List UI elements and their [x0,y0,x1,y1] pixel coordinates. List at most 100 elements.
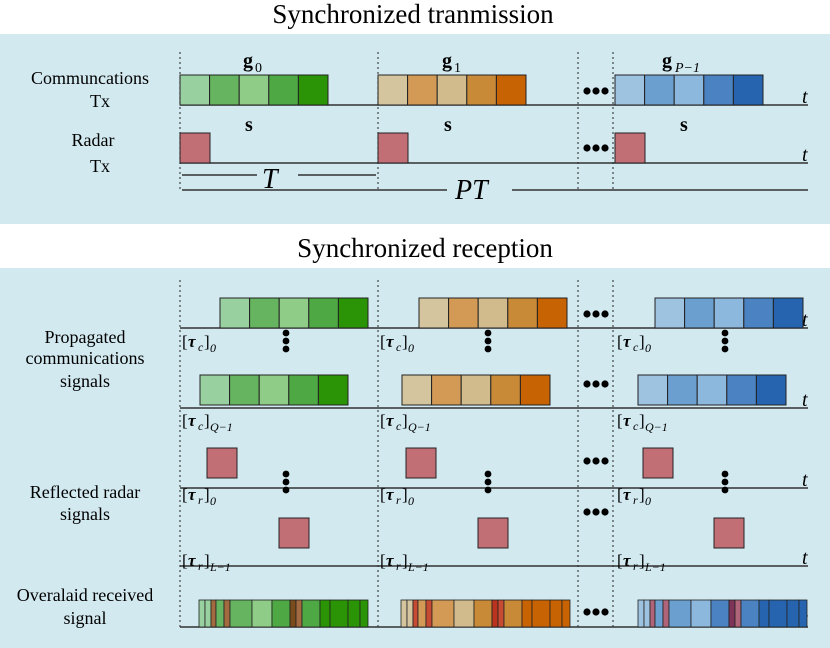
tx-g1-block-4 [495,74,527,106]
rx-overlay-gP-segment-0 [637,599,645,628]
propagated-label-line2: communications [26,348,145,368]
radar-tx-label-line1: Radar [72,130,115,150]
rx-overlay-g1-segment-12 [531,599,551,628]
ellipsis-v-2-2 [721,345,729,353]
rx-c0-g0-block-0 [219,297,251,329]
rx-c0-g1-block-1 [448,297,479,329]
ellipsis-v-2-0 [721,329,729,337]
rx-overlay-g1-segment-6 [453,599,475,628]
tau-r-L-0-tau: τ [188,551,196,570]
rx-overlay-gP-segment-4 [662,599,670,628]
tau-c-Q-2-bracket-open: [ [617,411,623,430]
s-label-1: s [444,114,452,136]
tau-r-L-2-tau-sub: r [633,559,638,573]
time-axis-label-0: t [802,86,808,108]
rx-cQ-gP-block-0 [637,374,669,406]
rx-cQ-gP-block-2 [696,374,728,406]
ellipsis-h-6-1 [592,608,600,616]
tau-c-Q-1-bracket-close: ] [402,411,408,430]
tx-g0-block-1 [209,74,240,106]
rx-r0-pulse-0 [206,447,238,479]
rx-overlay-gP-segment-10 [740,599,760,628]
tx-radar-pulse-0 [179,132,211,164]
rx-c0-g0-block-2 [278,297,310,329]
tau-r-0-1-tau-sub: r [396,493,401,507]
rx-overlay-g1-segment-11 [521,599,533,628]
tx-radar-pulse-2 [614,132,646,164]
ellipsis-h-4-1 [592,457,600,465]
ellipsis-v-3-1 [282,478,290,486]
rx-overlay-g0-segment-14 [359,599,369,628]
reception-title: Synchronized reception [297,233,553,263]
ellipsis-h-1-0 [583,144,591,152]
transmission-panel [0,34,830,224]
g0-subscript: 0 [255,61,262,76]
ellipsis-h-2-2 [601,310,609,318]
tau-r-0-2-tau-sub: r [633,493,638,507]
ellipsis-h-3-1 [592,380,600,388]
rx-overlay-gP-segment-6 [690,599,712,628]
tau-c-0-2-tau-sub: c [633,340,639,354]
rx-overlay-g0-segment-0 [198,599,206,628]
tau-r-0-0-tau-sub: r [198,493,203,507]
rx-overlay-gP-segment-11 [758,599,770,628]
g1-subscript: 1 [454,61,461,76]
rx-overlay-gP-segment-3 [654,599,664,628]
rx-c0-g1-block-2 [477,297,509,329]
rx-overlay-gP-segment-2 [649,599,656,628]
rx-overlay-g1-segment-5 [431,599,455,628]
tau-r-L-0-bracket-open: [ [182,551,188,570]
tau-c-Q-2-bracket-close: ] [639,411,645,430]
tau-c-Q-1-tau: τ [386,411,394,430]
tau-c-0-2-tau: τ [623,332,631,351]
rx-overlay-g0-segment-3 [215,599,225,628]
tx-gP-block-3 [703,74,734,106]
ellipsis-v-1-1 [484,337,492,345]
ellipsis-h-0-2 [601,87,609,95]
tau-c-Q-1-bracket-open: [ [380,411,386,430]
rx-c0-gP-block-0 [654,297,686,329]
rx-overlay-g1-segment-8 [491,599,499,628]
tau-r-0-0-tau: τ [188,485,196,504]
tau-r-0-2-bracket-close: ] [639,485,645,504]
s-label-2: s [680,114,688,136]
rx-c0-g1-block-4 [536,297,568,329]
tau-r-L-0-tau-sub: r [198,559,203,573]
g1-label: g 1 [442,50,461,76]
ellipsis-v-4-2 [484,486,492,494]
tau-c-Q-2-tau: τ [623,411,631,430]
ellipsis-h-0-1 [592,87,600,95]
rx-cQ-g0-block-4 [317,374,349,406]
rx-cQ-g1-block-2 [460,374,492,406]
tx-gP-block-4 [732,74,764,106]
tau-c-0-0-tau: τ [188,332,196,351]
tau-c-Q-1-index: Q−1 [408,420,431,434]
tau-c-0-2-bracket-open: [ [617,332,623,351]
ellipsis-v-1-0 [484,329,492,337]
radar-tx-label-line2: Tx [90,156,110,176]
reflected-label-line2: signals [60,504,110,524]
ellipsis-h-5-2 [601,508,609,516]
reflected-label-line1: Reflected radar [30,482,140,502]
time-axis-label-5: t [802,547,808,569]
period-T-marker: T [182,164,376,195]
rx-cQ-g0-block-0 [199,374,231,406]
period-PT-text: PT [454,175,490,206]
rx-c0-g0-block-4 [337,297,369,329]
tx-radar-pulse-1 [377,132,409,164]
tau-r-0-0-bracket-open: [ [182,485,188,504]
time-axis-label-3: t [802,389,808,411]
tau-r-0-1-bracket-close: ] [402,485,408,504]
tau-c-0-1-tau: τ [386,332,394,351]
ellipsis-h-3-0 [583,380,591,388]
rx-cQ-g0-block-3 [288,374,319,406]
tx-g1-block-0 [377,74,409,106]
tau-c-0-1-bracket-open: [ [380,332,386,351]
rx-overlay-gP-segment-7 [710,599,730,628]
ellipsis-h-4-2 [601,457,609,465]
tau-r-0-2-tau: τ [623,485,631,504]
tau-r-L-1-bracket-open: [ [380,551,386,570]
rx-cQ-g0-block-1 [229,374,260,406]
rx-overlay-gP-segment-8 [728,599,736,628]
rx-overlay-g0-segment-5 [229,599,253,628]
